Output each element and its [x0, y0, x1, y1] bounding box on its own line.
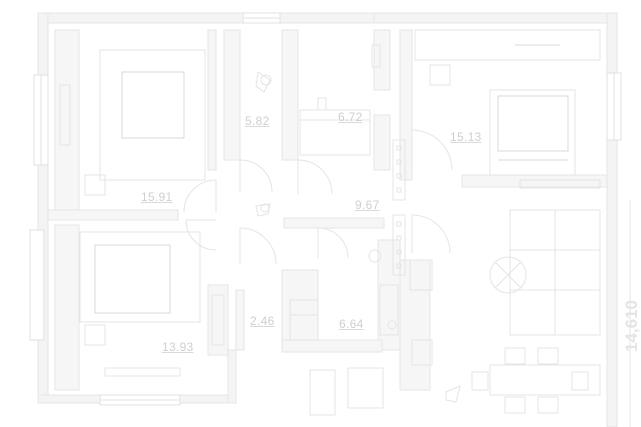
room-area-bathroom-1: 5.82	[245, 114, 270, 128]
windows	[29, 12, 622, 406]
room-area-bedroom-1: 15.91	[141, 190, 173, 204]
bathroom-2-fixtures	[299, 44, 381, 156]
living-furniture	[309, 209, 601, 416]
room-area-bedroom-2: 13.93	[162, 340, 194, 354]
bedroom-2-furniture	[79, 231, 225, 377]
bedroom-1-furniture	[59, 49, 206, 196]
doors	[183, 129, 453, 265]
laundry-fixtures	[289, 249, 461, 403]
interior-walls	[47, 29, 608, 391]
room-area-laundry: 6.64	[339, 317, 364, 331]
hallway-storage	[255, 139, 406, 276]
room-area-storage: 2.46	[250, 314, 275, 328]
room-area-bathroom-2: 6.72	[338, 110, 363, 124]
overall-dimension: 14,610	[622, 300, 641, 352]
bedroom-3-furniture	[414, 29, 601, 189]
bathroom-1-fixtures	[255, 71, 272, 93]
room-area-hallway: 9.67	[355, 198, 380, 212]
room-area-bedroom-3: 15.13	[450, 130, 482, 144]
